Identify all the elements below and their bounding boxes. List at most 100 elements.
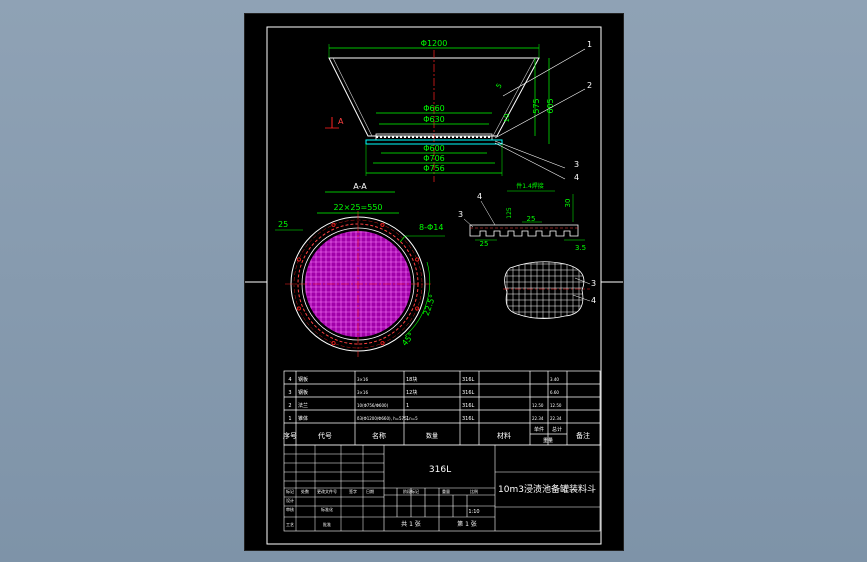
- bolt-hole: [380, 222, 385, 227]
- bom-cell-no: 1: [288, 416, 291, 422]
- bom-table: [283, 370, 601, 446]
- detail-leader-3b: [574, 277, 591, 285]
- dim-660-text: Φ660: [423, 104, 445, 113]
- leader-3: [494, 140, 566, 169]
- bom-cell-total: 3.40: [550, 377, 559, 382]
- bom-cell-material: 316L: [462, 390, 475, 396]
- detail-callout-4: 4: [477, 192, 482, 201]
- callout-2: 2: [587, 81, 592, 90]
- title-label-count: 处数: [301, 488, 309, 494]
- detail-callout-4b: 4: [591, 296, 596, 305]
- dim-1200-text: Φ1200: [421, 39, 448, 48]
- title-label-weight: 重量: [442, 488, 450, 494]
- bolt-hole: [331, 222, 336, 227]
- title-label-process: 工艺: [286, 522, 294, 527]
- bom-cell-no: 3: [288, 390, 291, 396]
- title-label-date: 日期: [366, 488, 374, 494]
- bolt-holes: [296, 222, 420, 346]
- title-sheet-no: 第 1 张: [457, 520, 477, 528]
- bom-cell-name: 法兰: [298, 402, 308, 409]
- bolt-hole: [296, 306, 301, 311]
- bom-cell-spec: 10(Φ756/Φ600): [357, 403, 389, 408]
- bom-cell-spec: δ3(Φ1200/Φ660), h=575, n=5: [357, 416, 418, 421]
- bolt-hole: [415, 257, 420, 262]
- flange: [365, 139, 503, 145]
- dim-grid-text: 22×25=550: [333, 203, 382, 212]
- bom-header-unit: 单件: [534, 426, 544, 433]
- mesh-detail-outline: [504, 261, 585, 319]
- front-view: Φ1200 Φ660 Φ630 Φ600 Φ706 Φ756: [325, 39, 592, 182]
- bom-cell-name: 钢板: [298, 389, 308, 396]
- dim-left-25: 25: [278, 220, 288, 229]
- bom-cell-name: 锥体: [298, 415, 308, 422]
- bom-cell-qty: 12块: [406, 389, 417, 396]
- detail-dim-25a: 25: [480, 240, 489, 248]
- bolt-hole: [380, 341, 385, 346]
- bom-header-name: 名称: [372, 431, 386, 440]
- cone-inner-line-right: [492, 57, 536, 137]
- bom-cell-material: 316L: [462, 416, 475, 422]
- title-label-changedoc: 更改文件号: [317, 488, 337, 494]
- detail-title: 件1.4焊接: [516, 182, 544, 190]
- title-label-stage: 阶段标记: [403, 488, 419, 494]
- detail-leader-4b: [572, 294, 591, 302]
- dim-756-text: Φ756: [423, 164, 445, 173]
- bom-cell-no: 4: [288, 377, 291, 383]
- section-marker-label: A: [338, 117, 344, 126]
- drawing-canvas: Φ1200 Φ660 Φ630 Φ600 Φ706 Φ756: [245, 26, 623, 545]
- bolt-hole: [415, 306, 420, 311]
- section-title: A-A: [353, 182, 367, 191]
- title-label-sign: 签字: [349, 488, 357, 494]
- bom-cell-material: 316L: [462, 403, 475, 409]
- detail-dim-30: 30: [564, 199, 572, 208]
- bom-header-material: 材料: [497, 431, 511, 440]
- section-view: A-A 22×25=550 25: [275, 182, 445, 357]
- title-label-scale: 比例: [470, 488, 478, 494]
- title-material: 316L: [429, 465, 451, 475]
- drawing-frame: [266, 26, 602, 545]
- title-label-standard: 标准化: [321, 506, 333, 512]
- detail-dim-125: 125: [506, 207, 513, 219]
- dim-angle-arc: [404, 261, 431, 337]
- mesh-detail-grid: [504, 261, 584, 319]
- title-label-approve: 批准: [323, 521, 331, 527]
- bom-cell-qty: 18块: [406, 376, 417, 383]
- bom-cell-spec: 3×16: [357, 390, 368, 395]
- bom-cell-unit: 12.50: [532, 403, 544, 408]
- detail-leader-3: [463, 218, 474, 228]
- bom-header-total: 总计: [552, 426, 562, 433]
- bom-cell-total: 6.60: [550, 390, 559, 395]
- comb-strip: [469, 224, 579, 237]
- dim-600-text: Φ600: [423, 144, 445, 153]
- dim-5-text: 5: [495, 82, 504, 90]
- dim-10-text: 10: [503, 114, 511, 123]
- leader-4: [494, 142, 566, 180]
- callout-1: 1: [587, 40, 592, 49]
- bolt-hole: [331, 341, 336, 346]
- bom-cell-material: 316L: [462, 377, 475, 383]
- bom-header-no: 序号: [283, 431, 297, 440]
- dim-holes-text: 8-Φ14: [419, 223, 443, 232]
- leader-2: [494, 88, 586, 139]
- bom-header-weight: 重量: [543, 437, 553, 444]
- title-label-mark: 标记: [286, 488, 294, 494]
- bom-cell-spec: 3×16: [357, 377, 368, 382]
- dim-630-text: Φ630: [423, 115, 445, 124]
- bom-header-qty: 数量: [426, 432, 438, 440]
- bom-cell-name: 钢板: [298, 376, 308, 383]
- title-block: [283, 444, 601, 532]
- bom-header-code: 代号: [318, 431, 332, 440]
- title-sheet-total: 共 1 张: [401, 520, 421, 528]
- bom-cell-total: 22.34: [550, 416, 562, 421]
- detail-leader-4: [480, 200, 496, 226]
- bolt-hole: [296, 257, 301, 262]
- bom-cell-qty: 1: [406, 416, 409, 422]
- title-block-grid: [284, 445, 384, 531]
- callout-3: 3: [574, 160, 579, 169]
- bom-cell-unit: 22.34: [532, 416, 544, 421]
- detail-dim-25b: 25: [527, 215, 536, 223]
- cone-inner-line: [332, 57, 373, 137]
- title-drawing-name: 10m3浸渍池备罐装料斗: [498, 483, 596, 495]
- drawing-sheet: Φ1200 Φ660 Φ630 Φ600 Φ706 Φ756: [244, 13, 624, 551]
